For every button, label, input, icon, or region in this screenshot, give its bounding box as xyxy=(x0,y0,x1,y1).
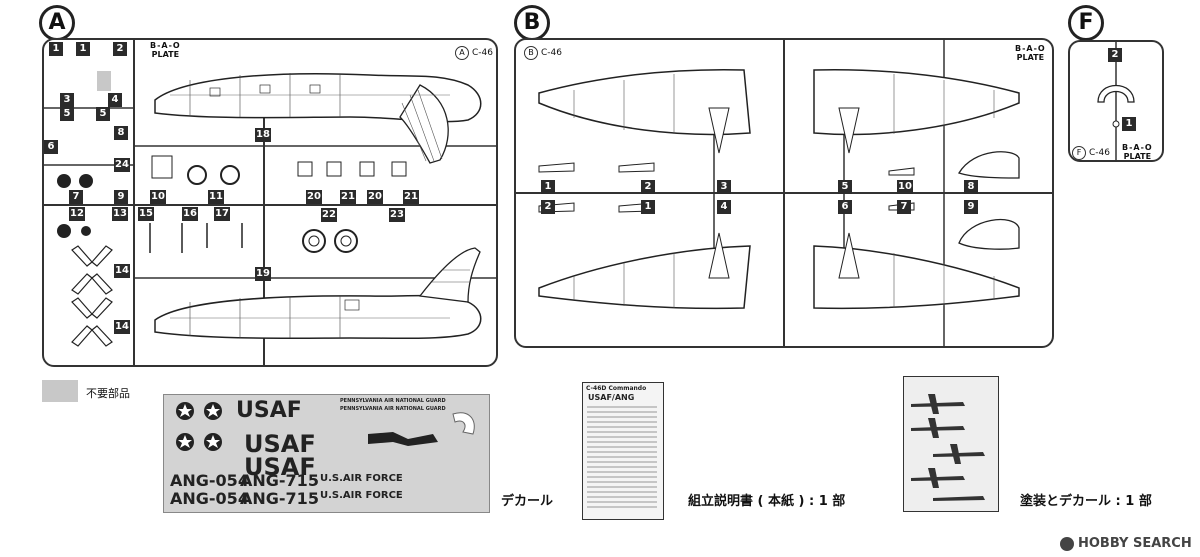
part-a-14b: 14 xyxy=(114,320,130,334)
part-a-21a: 21 xyxy=(340,190,356,204)
fuselage-bottom xyxy=(154,247,482,340)
part-a-19: 19 xyxy=(255,267,271,281)
part-a-1: 1 xyxy=(49,42,63,56)
decal-ang-2: ANG-715 xyxy=(240,471,319,490)
painting-aircraft xyxy=(911,394,985,501)
manual-title: C-46D Commando xyxy=(586,385,647,392)
plate-bottom-a: PLATE xyxy=(151,50,180,59)
sprue-f-inner-badge: F xyxy=(1072,146,1086,160)
part-a-22: 22 xyxy=(321,208,337,222)
sprue-b-model: C-46 xyxy=(541,48,562,58)
decal-caption: デカール xyxy=(501,494,554,509)
watermark: HOBBY SEARCH xyxy=(1060,536,1192,551)
part-f-2: 2 xyxy=(1108,48,1122,62)
plate-top-a: B-A-O xyxy=(150,41,181,50)
decal-guard-2: PENNSYLVANIA AIR NATIONAL GUARD xyxy=(340,406,446,412)
part-b-5: 5 xyxy=(838,180,852,194)
part-a-21b: 21 xyxy=(403,190,419,204)
manual-caption: 組立説明書 ( 本紙 ) : 1 部 xyxy=(688,494,846,509)
decal-ang-1: ANG-054 xyxy=(170,471,249,490)
plate-bottom-b: PLATE xyxy=(1016,53,1045,62)
part-b-1: 1 xyxy=(541,180,555,194)
part-b-8: 8 xyxy=(964,180,978,194)
decal-usaf-2: USAF xyxy=(244,430,316,458)
part-a-16: 16 xyxy=(182,207,198,221)
part-a-5a: 5 xyxy=(60,107,74,121)
part-b-2b: 2 xyxy=(541,200,555,214)
part-a-13: 13 xyxy=(112,207,128,221)
part-a-18: 18 xyxy=(255,128,271,142)
part-b-1b: 1 xyxy=(641,200,655,214)
legend-swatch xyxy=(42,380,78,402)
part-a-9: 9 xyxy=(114,190,128,204)
sprue-b-wings xyxy=(538,69,1020,310)
manual-body-lines xyxy=(587,406,657,508)
part-a-8: 8 xyxy=(114,126,128,140)
part-a-5b: 5 xyxy=(96,107,110,121)
part-a-1b: 1 xyxy=(76,42,90,56)
part-f-1: 1 xyxy=(1122,117,1136,131)
sprue-f-label: F xyxy=(1068,5,1104,41)
part-b-3: 3 xyxy=(717,180,731,194)
decal-usaf-1: USAF xyxy=(236,398,302,423)
part-b-7: 7 xyxy=(897,200,911,214)
decal-insignia xyxy=(176,402,475,451)
decal-ang-4: ANG-715 xyxy=(240,489,319,508)
plate-top-b: B-A-O xyxy=(1015,44,1046,53)
part-a-23: 23 xyxy=(389,208,405,222)
part-a-3: 3 xyxy=(60,93,74,107)
part-a-11: 11 xyxy=(208,190,224,204)
sprue-b-inner-badge: B xyxy=(524,46,538,60)
part-a-15: 15 xyxy=(138,207,154,221)
sprue-b-label: B xyxy=(514,5,550,41)
decal-usforce-2: U.S.AIR FORCE xyxy=(320,490,403,501)
decal-usforce-1: U.S.AIR FORCE xyxy=(320,473,403,484)
part-b-4: 4 xyxy=(717,200,731,214)
part-b-2: 2 xyxy=(641,180,655,194)
sprue-a-small-parts xyxy=(57,71,407,347)
part-a-12: 12 xyxy=(69,207,85,221)
decal-ang-3: ANG-054 xyxy=(170,489,249,508)
watermark-logo-icon xyxy=(1060,536,1074,551)
part-a-17: 17 xyxy=(214,207,230,221)
part-a-20b: 20 xyxy=(367,190,383,204)
sprue-f-model: C-46 xyxy=(1089,148,1110,158)
part-a-24: 24 xyxy=(114,158,130,172)
decal-usaf-3: USAF xyxy=(244,453,316,481)
decal-guard-1: PENNSYLVANIA AIR NATIONAL GUARD xyxy=(340,398,446,404)
legend-text: 不要部品 xyxy=(86,387,130,400)
part-a-4: 4 xyxy=(108,93,122,107)
manual-subtitle: USAF/ANG xyxy=(588,393,635,402)
painting-caption: 塗装とデカール : 1 部 xyxy=(1020,494,1152,509)
plate-top-f: B-A-O xyxy=(1122,143,1153,152)
part-b-9: 9 xyxy=(964,200,978,214)
part-b-6: 6 xyxy=(838,200,852,214)
sprue-a-label: A xyxy=(39,5,75,41)
part-a-10: 10 xyxy=(150,190,166,204)
part-a-7: 7 xyxy=(69,190,83,204)
watermark-text: HOBBY SEARCH xyxy=(1078,536,1192,551)
part-a-20a: 20 xyxy=(306,190,322,204)
fuselage-top xyxy=(154,73,482,164)
sprue-a-inner-badge: A xyxy=(455,46,469,60)
plate-bottom-f: PLATE xyxy=(1123,152,1152,161)
sprue-a-model: C-46 xyxy=(472,48,493,58)
part-b-10: 10 xyxy=(897,180,913,194)
part-a-14a: 14 xyxy=(114,264,130,278)
part-a-2: 2 xyxy=(113,42,127,56)
part-a-6: 6 xyxy=(44,140,58,154)
